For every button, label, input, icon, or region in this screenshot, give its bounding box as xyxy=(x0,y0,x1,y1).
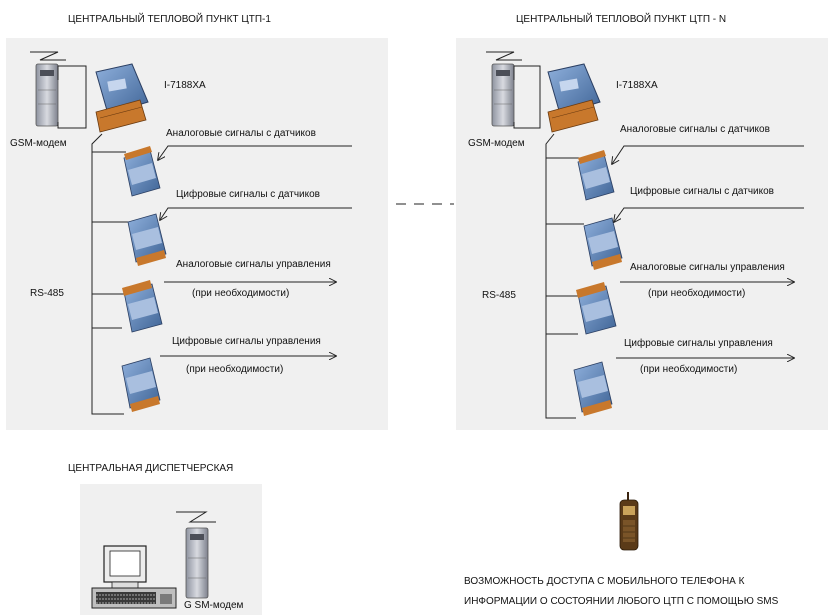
dispatch: ЦЕНТРАЛЬНАЯ ДИСПЕТЧЕРСКАЯ G SM-модем xyxy=(68,463,262,615)
station-1-io-module-1-icon xyxy=(123,146,161,197)
station-n-signal-2-label: Цифровые сигналы с датчиков xyxy=(630,185,774,197)
mobile: ВОЗМОЖНОСТЬ ДОСТУПА С МОБИЛЬНОГО ТЕЛЕФОН… xyxy=(464,492,779,607)
station-n-modem-link xyxy=(513,65,541,129)
station-n-controller-label: I-7188XA xyxy=(616,80,658,91)
station-n-signal-line-2 xyxy=(614,207,804,222)
station-n-io-module-1-icon xyxy=(577,150,615,201)
station-n-signal-4-label: Цифровые сигналы управления xyxy=(624,337,773,349)
station-1-bus-line xyxy=(91,133,124,415)
station-1-modem-link xyxy=(57,65,87,129)
mobile-line-2: ИНФОРМАЦИИ О СОСТОЯНИИ ЛЮБОГО ЦТП С ПОМО… xyxy=(464,596,779,607)
station-n-modem-label: GSM-модем xyxy=(468,138,525,149)
station-1-controller-icon xyxy=(95,63,149,133)
station-n-io-module-3-icon xyxy=(576,282,617,335)
station-n-io-module-2-icon xyxy=(583,217,623,270)
station-n-signal-3-note: (при необходимости) xyxy=(648,287,745,299)
station-n-signal-3-label: Аналоговые сигналы управления xyxy=(630,262,785,273)
station-1-signal-4-label: Цифровые сигналы управления xyxy=(172,335,321,347)
station-n-bus-label: RS-485 xyxy=(482,290,516,301)
station-1-signal-3-note: (при необходимости) xyxy=(192,287,289,299)
dispatch-antenna-icon xyxy=(176,511,216,523)
computer-icon xyxy=(91,545,177,609)
station-1-signal-1-label: Аналоговые сигналы с датчиков xyxy=(166,128,316,139)
station-1-modem-label: GSM-модем xyxy=(10,138,67,149)
station-1-controller-label: I-7188XA xyxy=(164,80,206,91)
station-1-signal-line-1 xyxy=(158,145,352,160)
station-n-title: ЦЕНТРАЛЬНЫЙ ТЕПЛОВОЙ ПУНКТ ЦТП - N xyxy=(516,12,726,25)
station-1-title: ЦЕНТРАЛЬНЫЙ ТЕПЛОВОЙ ПУНКТ ЦТП-1 xyxy=(68,12,271,25)
station-n-panel xyxy=(456,38,828,430)
station-1-gsm-modem-icon xyxy=(35,63,59,127)
station-n: ЦЕНТРАЛЬНЫЙ ТЕПЛОВОЙ ПУНКТ ЦТП - N GSM-м… xyxy=(456,12,828,430)
station-1-bus-label: RS-485 xyxy=(30,288,64,299)
station-n-signal-line-1 xyxy=(612,145,804,164)
station-n-bus-line xyxy=(545,133,576,419)
station-1-signal-3-label: Аналоговые сигналы управления xyxy=(176,259,331,270)
dispatch-modem-label: G SM-модем xyxy=(184,600,244,611)
station-n-antenna-icon xyxy=(486,51,522,61)
mobile-line-1: ВОЗМОЖНОСТЬ ДОСТУПА С МОБИЛЬНОГО ТЕЛЕФОН… xyxy=(464,576,745,587)
station-n-controller-icon xyxy=(547,63,601,133)
station-1-panel xyxy=(6,38,388,430)
mobile-phone-icon xyxy=(619,492,639,551)
station-1-io-module-4-icon xyxy=(121,357,161,412)
station-1-io-module-2-icon xyxy=(127,213,167,266)
station-1-signal-4-note: (при необходимости) xyxy=(186,363,283,375)
station-1: ЦЕНТРАЛЬНЫЙ ТЕПЛОВОЙ ПУНКТ ЦТП-1 GSM-мод… xyxy=(6,12,388,430)
station-1-antenna-icon xyxy=(30,51,66,61)
dispatch-gsm-modem-icon xyxy=(185,527,209,599)
station-1-io-module-3-icon xyxy=(122,280,163,333)
station-n-gsm-modem-icon xyxy=(491,63,515,127)
station-1-signal-2-label: Цифровые сигналы с датчиков xyxy=(176,188,320,200)
station-n-signal-1-label: Аналоговые сигналы с датчиков xyxy=(620,124,770,135)
station-1-signal-line-2 xyxy=(160,207,352,220)
station-n-signal-4-note: (при необходимости) xyxy=(640,363,737,375)
station-n-io-module-4-icon xyxy=(573,361,613,416)
dispatch-title: ЦЕНТРАЛЬНАЯ ДИСПЕТЧЕРСКАЯ xyxy=(68,463,233,474)
